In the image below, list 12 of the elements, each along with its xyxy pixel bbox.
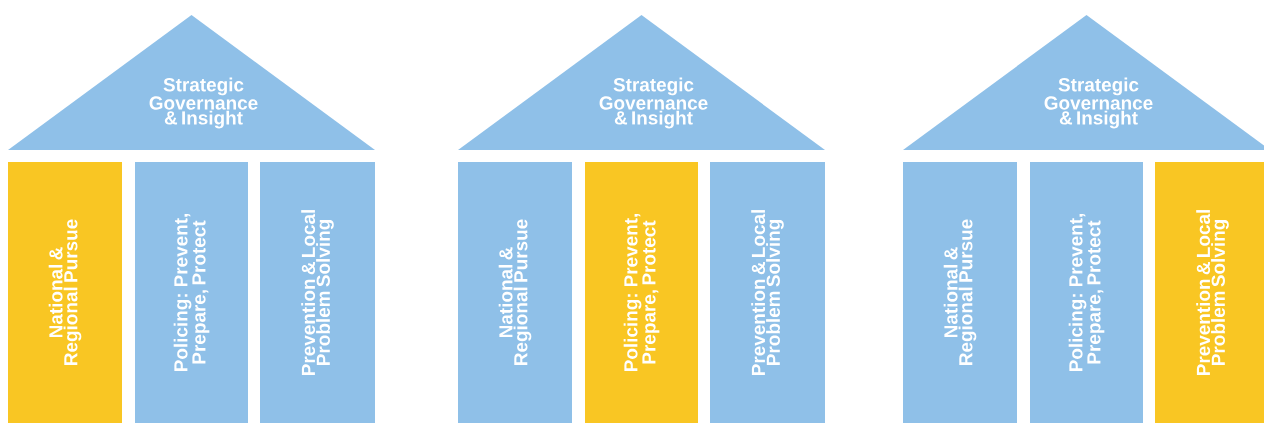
pillar-box: National & Regional Pursue bbox=[903, 162, 1017, 423]
roof-triangle: Strategic Governance & Insight bbox=[903, 15, 1264, 150]
pillar-box: Prevention & Local Problem Solving bbox=[260, 162, 375, 423]
pillar-box: National & Regional Pursue bbox=[458, 162, 572, 423]
pillar-box: Prevention & Local Problem Solving bbox=[710, 162, 825, 423]
roof-triangle: Strategic Governance & Insight bbox=[458, 15, 825, 150]
roof-triangle: Strategic Governance & Insight bbox=[8, 15, 375, 150]
pillar-box: Prevention & Local Problem Solving bbox=[1155, 162, 1264, 423]
pillar-box: Policing: Prevent, Prepare, Protect bbox=[585, 162, 698, 423]
pillar-box: Policing: Prevent, Prepare, Protect bbox=[1030, 162, 1143, 423]
pillar-box: National & Regional Pursue bbox=[8, 162, 122, 423]
pillar-box: Policing: Prevent, Prepare, Protect bbox=[135, 162, 248, 423]
